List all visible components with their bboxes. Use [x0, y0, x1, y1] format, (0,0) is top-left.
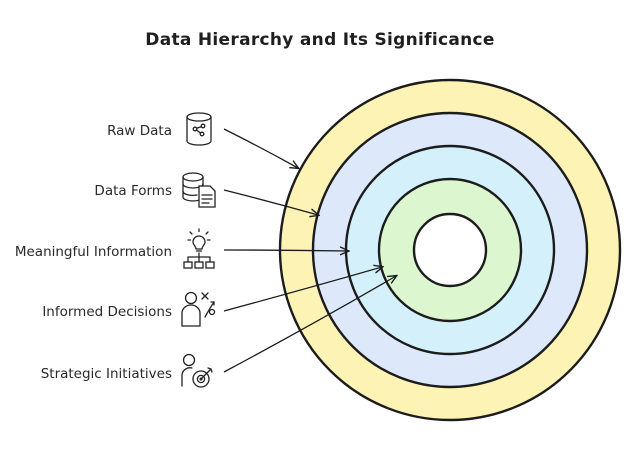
page-title: Data Hierarchy and Its Significance	[145, 30, 495, 50]
arrow-data-forms	[223, 189, 318, 215]
person-target-icon	[181, 353, 213, 388]
label-meaningful-information: Meaningful Information	[14, 244, 172, 260]
database-document-icon	[182, 172, 216, 208]
label-raw-data: Raw Data	[107, 123, 172, 139]
person-decision-icon	[181, 291, 216, 327]
arrow-raw-data	[223, 128, 298, 168]
arrow-meaningful-information	[223, 250, 348, 251]
label-strategic-initiatives: Strategic Initiatives	[40, 366, 172, 382]
ring-core	[412, 212, 488, 288]
label-informed-decisions: Informed Decisions	[42, 304, 172, 320]
arrow-informed-decisions	[223, 267, 382, 312]
lightbulb-hierarchy-icon	[183, 228, 215, 269]
database-network-icon	[186, 112, 212, 146]
label-data-forms: Data Forms	[94, 183, 172, 199]
arrow-strategic-initiatives	[223, 276, 396, 373]
